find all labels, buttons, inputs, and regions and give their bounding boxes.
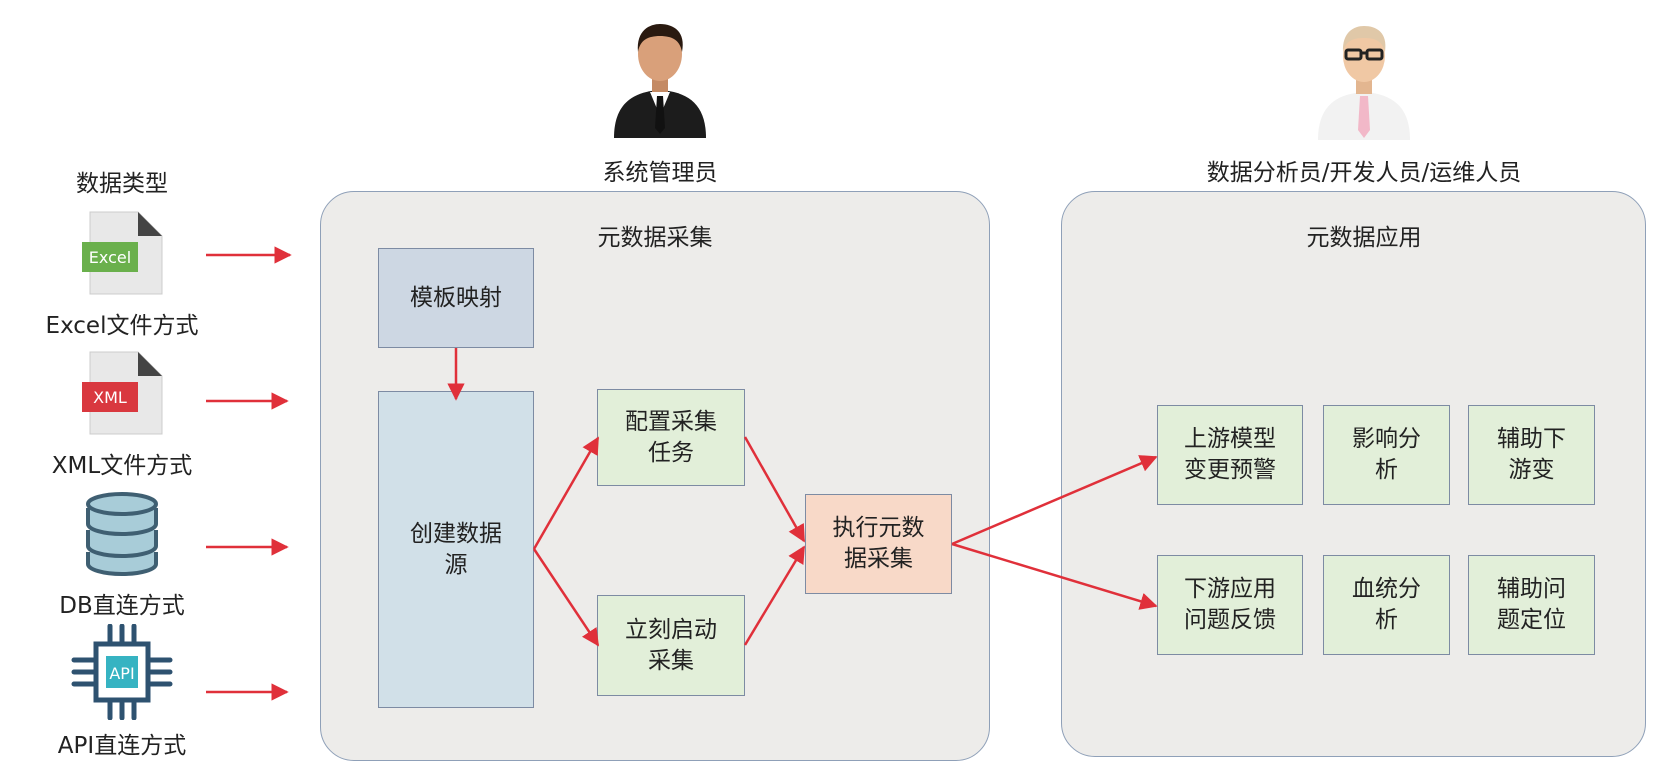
api-icon-text: API <box>109 664 134 683</box>
assist-locate-box: 辅助问题定位 <box>1468 555 1595 655</box>
users-role-label: 数据分析员/开发人员/运维人员 <box>1206 160 1522 186</box>
execute-collection-box: 执行元数据采集 <box>805 494 952 594</box>
api-chip-icon: API <box>71 624 173 720</box>
template-mapping-box: 模板映射 <box>378 248 534 348</box>
excel-icon-text: Excel <box>89 248 131 267</box>
assist-downstream-box: 辅助下游变 <box>1468 405 1595 505</box>
admin-person-icon <box>614 24 706 138</box>
config-task-box: 配置采集任务 <box>597 389 745 486</box>
impact-analysis-box: 影响分析 <box>1323 405 1450 505</box>
database-icon <box>86 492 158 576</box>
xml-icon-text: XML <box>93 388 127 407</box>
xml-source-label: XML文件方式 <box>51 453 193 479</box>
lineage-analysis-box: 血统分析 <box>1323 555 1450 655</box>
api-source-label: API直连方式 <box>57 733 187 759</box>
metadata-collection-title: 元数据采集 <box>597 225 713 251</box>
xml-file-icon: XML <box>82 351 163 435</box>
admin-role-label: 系统管理员 <box>602 160 718 186</box>
metadata-application-title: 元数据应用 <box>1306 225 1422 251</box>
analyst-person-icon <box>1318 26 1410 140</box>
start-now-box: 立刻启动采集 <box>597 595 745 696</box>
excel-file-icon: Excel <box>82 211 163 295</box>
data-types-heading: 数据类型 <box>76 171 168 197</box>
excel-source-label: Excel文件方式 <box>45 313 199 339</box>
create-datasource-box: 创建数据源 <box>378 391 534 708</box>
downstream-feedback-box: 下游应用问题反馈 <box>1157 555 1303 655</box>
upstream-change-warning-box: 上游模型变更预警 <box>1157 405 1303 505</box>
db-source-label: DB直连方式 <box>59 593 185 619</box>
